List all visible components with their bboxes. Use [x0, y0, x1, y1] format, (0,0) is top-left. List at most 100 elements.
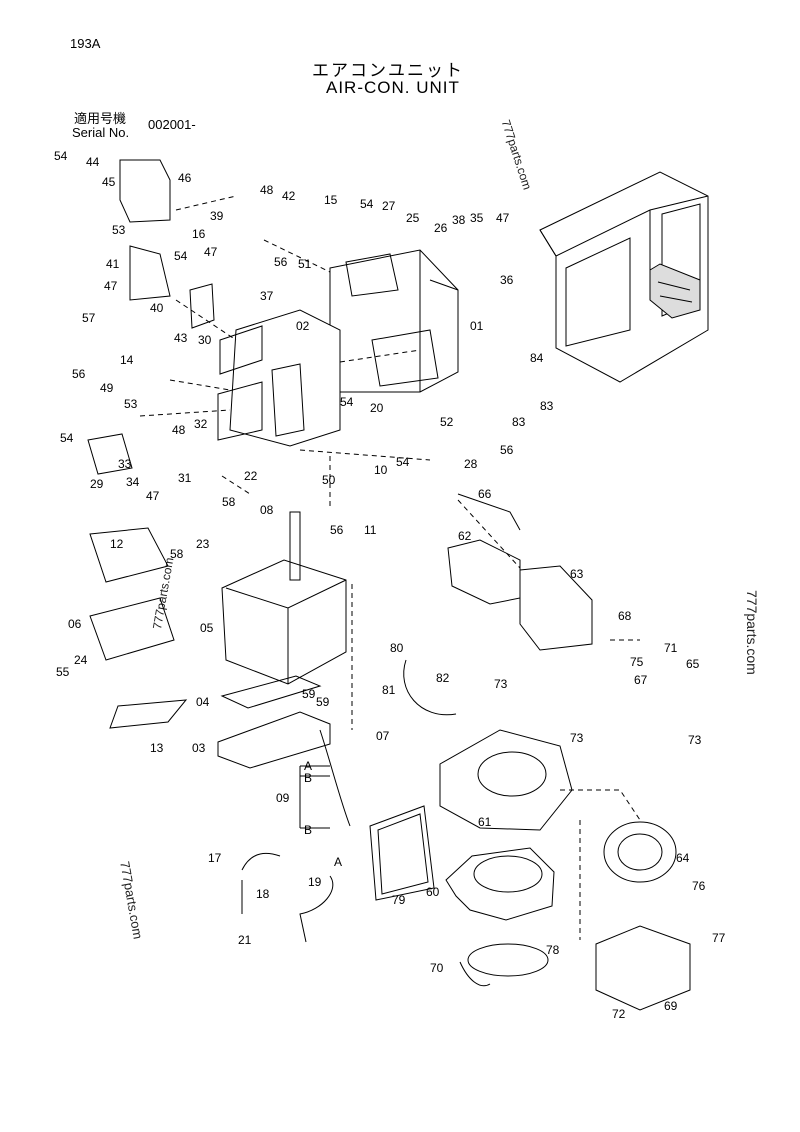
part-number: 75 — [630, 655, 644, 669]
part-number: 58 — [222, 495, 236, 509]
part-number: 30 — [198, 333, 212, 347]
seal-frame — [369, 805, 435, 901]
part-number: 27 — [382, 199, 396, 213]
part-number: 22 — [244, 469, 258, 483]
part-number: 47 — [496, 211, 510, 225]
serial-label-japanese: 適用号機 — [74, 111, 127, 126]
part-number: 40 — [150, 301, 164, 315]
part-number: 43 — [174, 331, 188, 345]
part-number: 42 — [282, 189, 296, 203]
part-number: 37 — [260, 289, 274, 303]
part-number: 11 — [364, 523, 377, 537]
part-numbers: 54 44 45 46 53 16 39 48 42 15 54 27 25 2… — [54, 149, 726, 1021]
title-english: AIR-CON. UNIT — [326, 78, 460, 97]
part-number: 29 — [90, 477, 104, 491]
part-number: 68 — [618, 609, 632, 623]
part-number: 82 — [436, 671, 450, 685]
part-number: A — [334, 855, 342, 869]
part-number: 77 — [712, 931, 726, 945]
part-number: 08 — [260, 503, 274, 517]
part-number: 57 — [82, 311, 96, 325]
part-number: 49 — [100, 381, 114, 395]
evaporator-and-cases — [217, 511, 347, 769]
part-number: 21 — [238, 933, 252, 947]
part-number: 03 — [192, 741, 206, 755]
part-number: 53 — [112, 223, 126, 237]
part-number: 84 — [530, 351, 544, 365]
part-number: 54 — [174, 249, 188, 263]
part-number: 02 — [296, 319, 310, 333]
part-number: 18 — [256, 887, 270, 901]
part-number: 52 — [440, 415, 454, 429]
part-number: 58 — [170, 547, 184, 561]
part-number: 76 — [692, 879, 706, 893]
part-number: 62 — [458, 529, 472, 543]
part-number: 16 — [192, 227, 206, 241]
part-number: 72 — [612, 1007, 626, 1021]
part-number: 13 — [150, 741, 164, 755]
bracket — [299, 765, 330, 829]
part-number: 47 — [146, 489, 160, 503]
part-number: 64 — [676, 851, 690, 865]
part-number: B — [304, 771, 312, 785]
part-number: 53 — [124, 397, 138, 411]
part-number: 73 — [570, 731, 584, 745]
blower-assembly — [439, 493, 691, 1011]
part-number: 55 — [56, 665, 70, 679]
part-number: 26 — [434, 221, 448, 235]
part-number: 44 — [86, 155, 100, 169]
part-number: 80 — [390, 641, 404, 655]
left-components — [87, 159, 215, 729]
part-number: 17 — [208, 851, 222, 865]
part-number: 46 — [178, 171, 192, 185]
part-number: 81 — [382, 683, 396, 697]
part-number: 23 — [196, 537, 210, 551]
part-number: 56 — [274, 255, 288, 269]
part-number: 70 — [430, 961, 444, 975]
part-number: 54 — [340, 395, 354, 409]
part-number: 09 — [276, 791, 290, 805]
part-number: 71 — [664, 641, 678, 655]
part-number: 60 — [426, 885, 440, 899]
part-number: 19 — [308, 875, 322, 889]
part-number: 31 — [178, 471, 192, 485]
part-number: 69 — [664, 999, 678, 1013]
part-number: 54 — [60, 431, 74, 445]
reference-lines — [139, 195, 641, 940]
part-number: B — [304, 823, 312, 837]
part-number: 48 — [260, 183, 274, 197]
pipes-and-hoses — [241, 659, 491, 987]
cab-illustration — [539, 171, 709, 383]
part-number: 41 — [106, 257, 120, 271]
part-number: 54 — [54, 149, 68, 163]
part-number: 79 — [392, 893, 406, 907]
part-number: 59 — [316, 695, 330, 709]
part-number: 39 — [210, 209, 224, 223]
part-number: 63 — [570, 567, 584, 581]
part-number: 65 — [686, 657, 700, 671]
part-number: 04 — [196, 695, 210, 709]
title-japanese: エアコンユニット — [312, 61, 464, 80]
part-number: 50 — [322, 473, 336, 487]
part-number: 33 — [118, 457, 132, 471]
part-number: 20 — [370, 401, 384, 415]
part-number: 06 — [68, 617, 82, 631]
part-number: 45 — [102, 175, 116, 189]
part-number: 14 — [120, 353, 134, 367]
main-unit-housing — [217, 249, 459, 447]
part-number: 35 — [470, 211, 484, 225]
part-number: 67 — [634, 673, 648, 687]
part-number: 01 — [470, 319, 484, 333]
part-number: 54 — [360, 197, 374, 211]
part-number: 25 — [406, 211, 420, 225]
part-number: 47 — [104, 279, 118, 293]
part-number: 47 — [204, 245, 218, 259]
serial-value: 002001- — [148, 117, 196, 132]
part-number: 83 — [512, 415, 526, 429]
part-number: 78 — [546, 943, 560, 957]
part-number: 28 — [464, 457, 478, 471]
part-number: 12 — [110, 537, 124, 551]
part-number: 56 — [72, 367, 86, 381]
part-number: 51 — [298, 257, 312, 271]
